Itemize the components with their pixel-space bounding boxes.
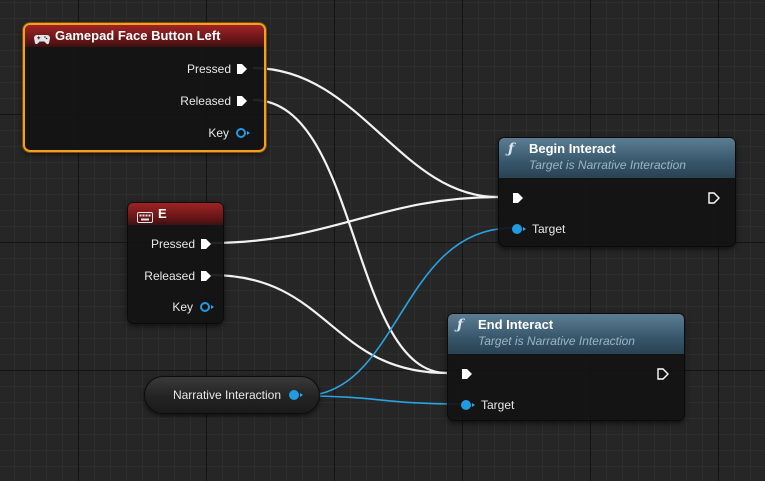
target-input-pin[interactable]: Target [512, 222, 565, 236]
node-subtitle: Target is Narrative Interaction [478, 334, 635, 348]
exec-arrow-icon [512, 192, 524, 204]
target-input-pin[interactable]: Target [461, 398, 514, 412]
pin-label: Pressed [150, 237, 195, 251]
pin-label: Pressed [186, 62, 231, 76]
node-title: Begin Interact [529, 141, 616, 156]
struct-pin-icon [200, 302, 214, 312]
node-header: Gamepad Face Button Left [25, 25, 264, 47]
exec-arrow-icon [461, 368, 473, 380]
node-title: E [158, 206, 167, 221]
begin-interact-node[interactable]: ƒ Begin Interact Target is Narrative Int… [498, 137, 736, 247]
exec-input-pin[interactable] [461, 367, 473, 381]
key-output-pin[interactable]: Key [208, 126, 250, 140]
node-title: End Interact [478, 317, 554, 332]
pin-label: Released [144, 269, 195, 283]
node-header: E [128, 203, 223, 225]
released-exec-pin[interactable]: Released [180, 94, 248, 108]
exec-output-pin[interactable] [657, 367, 669, 381]
gamepad-face-button-left-node[interactable]: Gamepad Face Button Left Pressed Release… [23, 23, 266, 152]
exec-arrow-icon [200, 238, 212, 250]
pin-label: Target [532, 222, 566, 236]
function-icon: ƒ [508, 141, 515, 157]
pressed-exec-pin[interactable]: Pressed [151, 237, 212, 251]
node-title: Gamepad Face Button Left [55, 28, 221, 43]
key-output-pin[interactable]: Key [172, 300, 214, 314]
variable-label: Narrative Interaction [172, 388, 281, 402]
pin-label: Target [481, 398, 515, 412]
node-subtitle: Target is Narrative Interaction [529, 158, 686, 172]
exec-arrow-icon [236, 95, 248, 107]
exec-input-pin[interactable] [512, 191, 524, 205]
keyboard-icon [137, 207, 153, 229]
pin-label: Released [180, 94, 231, 108]
node-header: ƒ Begin Interact Target is Narrative Int… [499, 138, 735, 178]
pressed-exec-pin[interactable]: Pressed [187, 62, 248, 76]
exec-arrow-icon [200, 270, 212, 282]
struct-pin-icon [236, 128, 250, 138]
keyboard-e-node[interactable]: E Pressed Released Key [127, 202, 224, 324]
pin-label: Key [208, 126, 229, 140]
exec-arrow-icon [236, 63, 248, 75]
end-interact-node[interactable]: ƒ End Interact Target is Narrative Inter… [447, 313, 685, 421]
object-pin-icon [461, 400, 475, 410]
released-exec-pin[interactable]: Released [144, 269, 212, 283]
exec-output-pin[interactable] [708, 191, 720, 205]
pin-label: Key [172, 300, 193, 314]
object-pin-icon [512, 224, 526, 234]
exec-arrow-outline-icon [657, 368, 669, 380]
function-icon: ƒ [457, 317, 464, 333]
gamepad-icon [34, 29, 50, 51]
node-header: ƒ End Interact Target is Narrative Inter… [448, 314, 684, 354]
exec-arrow-outline-icon [708, 192, 720, 204]
object-pin-icon[interactable] [289, 390, 303, 400]
narrative-interaction-variable-node[interactable]: Narrative Interaction [144, 376, 320, 414]
